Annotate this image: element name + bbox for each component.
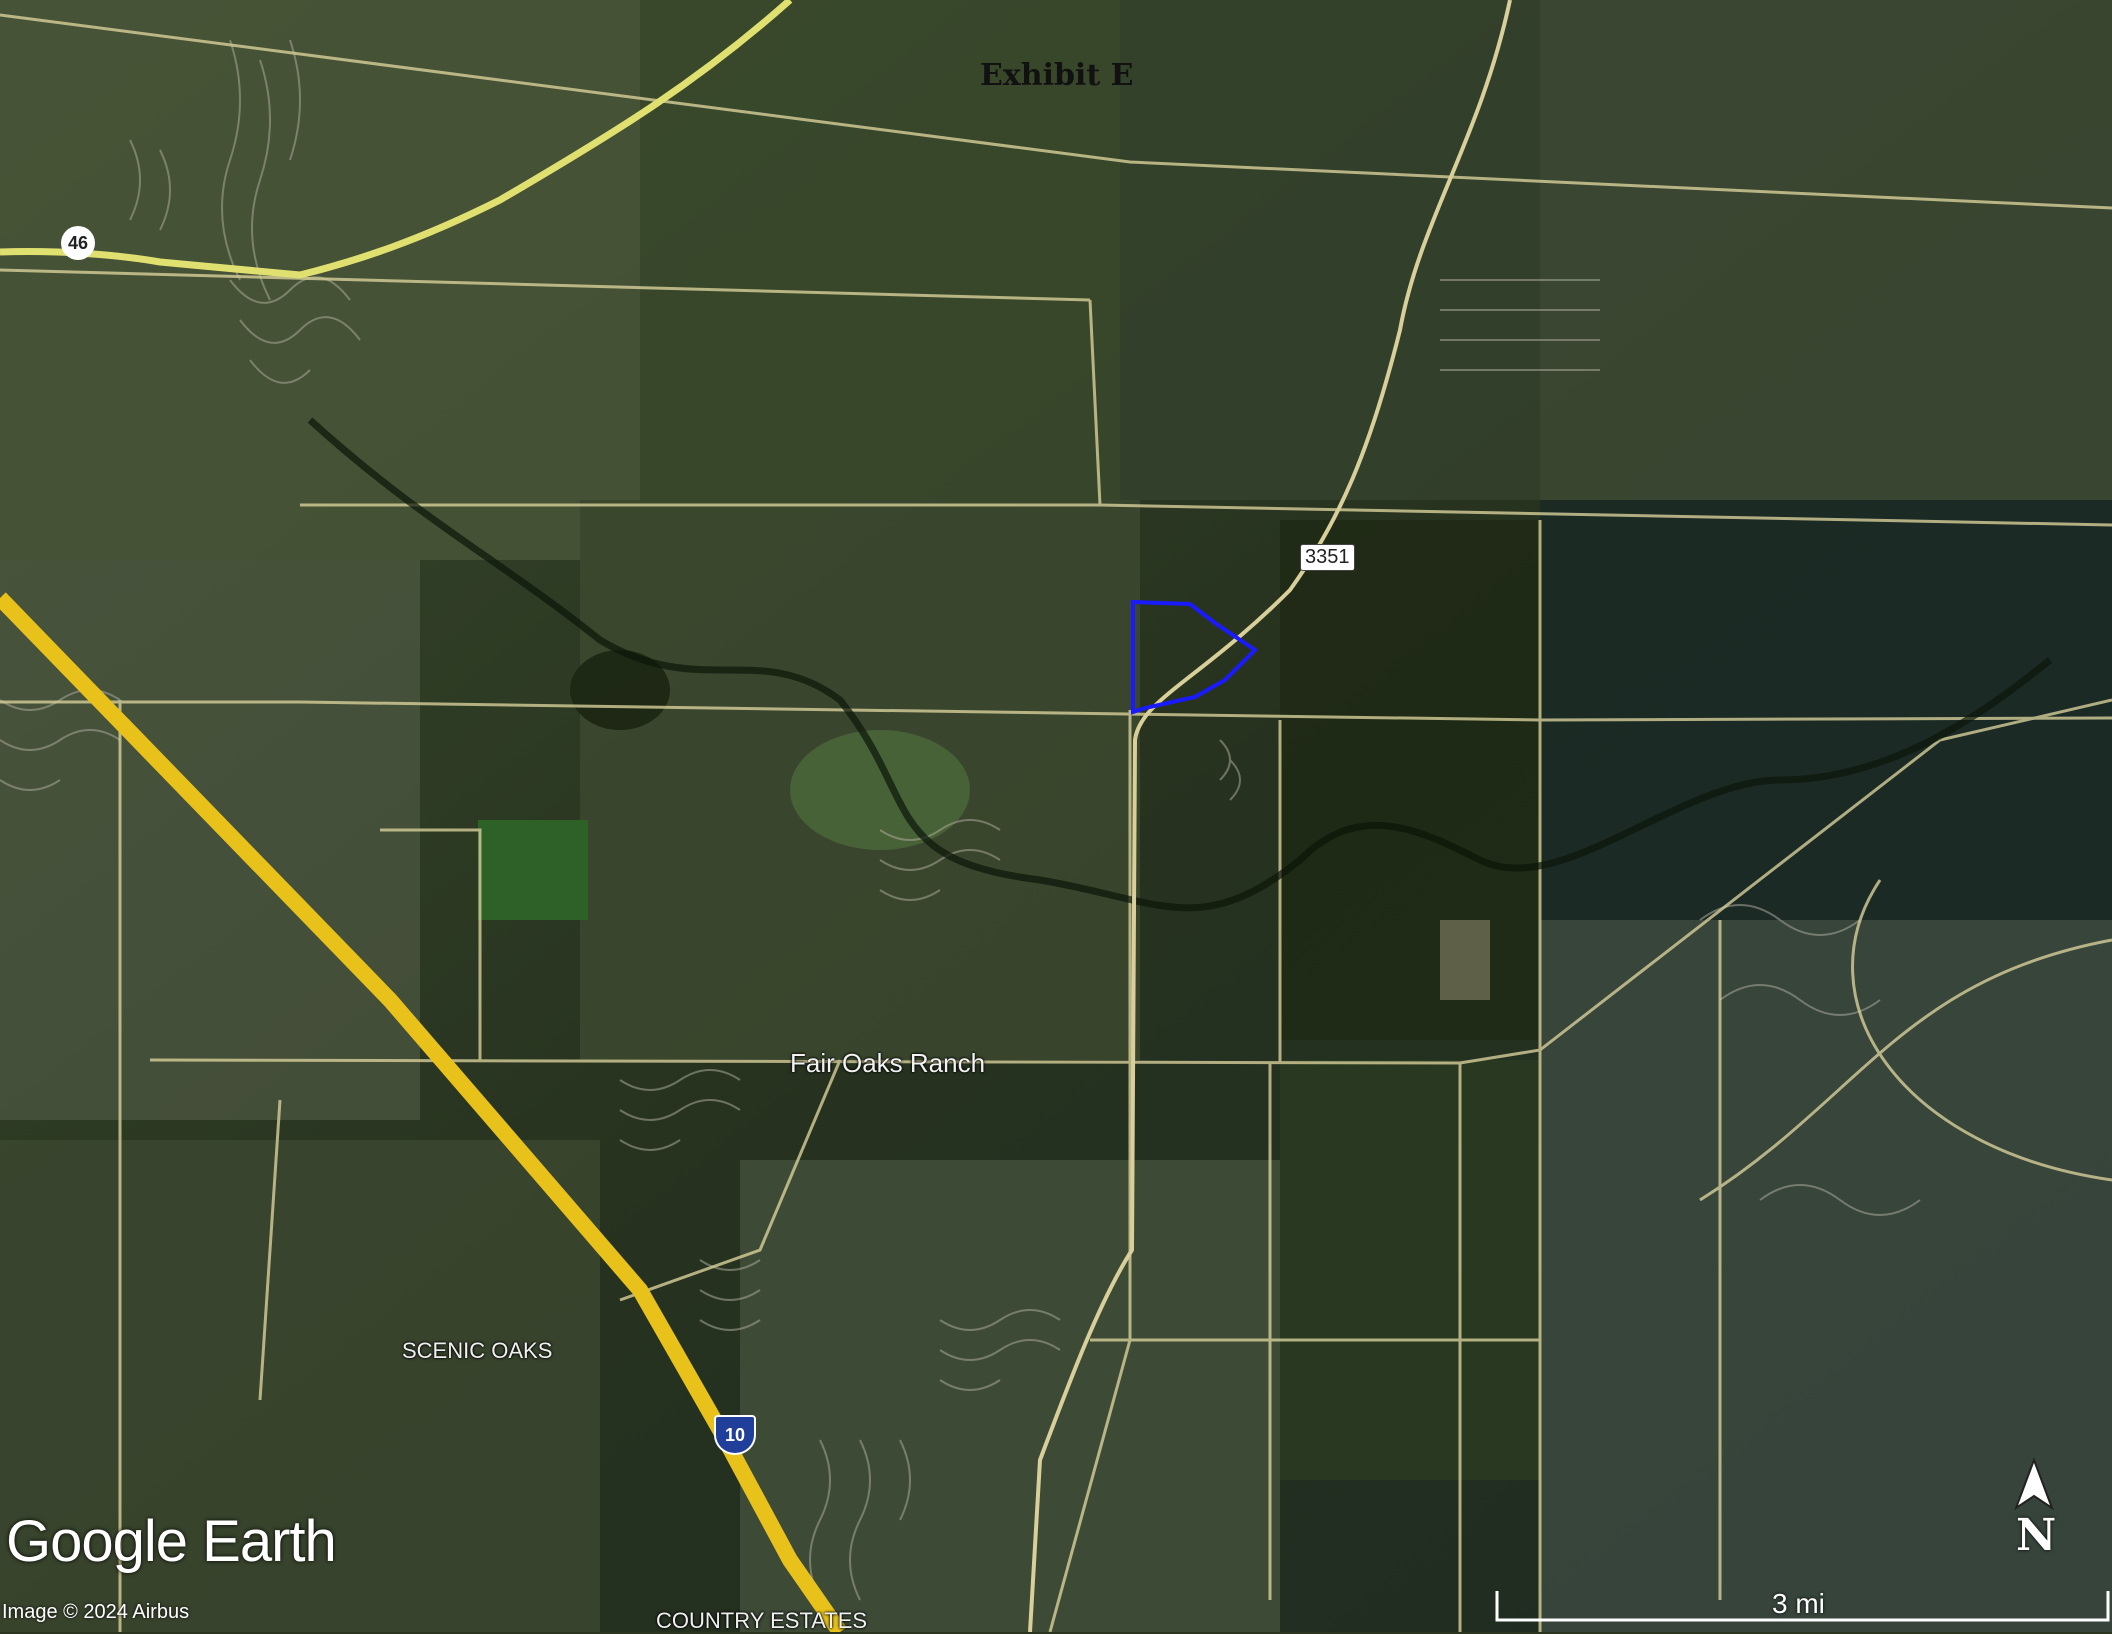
scale-bar <box>1495 1591 2110 1622</box>
label-fair-oaks-ranch: Fair Oaks Ranch <box>790 1048 986 1078</box>
interstate-10-number: 10 <box>724 1425 746 1445</box>
parcel-boundary <box>1131 599 1259 715</box>
creek <box>307 417 2053 912</box>
interstate-10-shield: 10 <box>714 1415 756 1455</box>
local-roads <box>0 13 2112 1632</box>
scale-bar-label: 3 mi <box>1772 1588 1825 1619</box>
north-arrow-icon <box>2013 1457 2055 1511</box>
image-credit: Image © 2024 Airbus <box>2 1601 190 1623</box>
exhibit-title: Exhibit E <box>980 58 1134 93</box>
sh-46-road <box>0 0 793 279</box>
fm-3351-shield: 3351 <box>1300 544 1355 571</box>
label-scenic-oaks: SCENIC OAKS <box>402 1338 553 1363</box>
label-country-estates: COUNTRY ESTATES <box>656 1608 868 1633</box>
sh-46-shield: 46 <box>61 226 95 260</box>
interstate-10-road <box>0 592 847 1632</box>
fm-3351-road <box>1028 0 1512 1632</box>
google-earth-logo: Google Earth <box>6 1509 337 1574</box>
north-arrow-label: N <box>2016 1510 2057 1561</box>
